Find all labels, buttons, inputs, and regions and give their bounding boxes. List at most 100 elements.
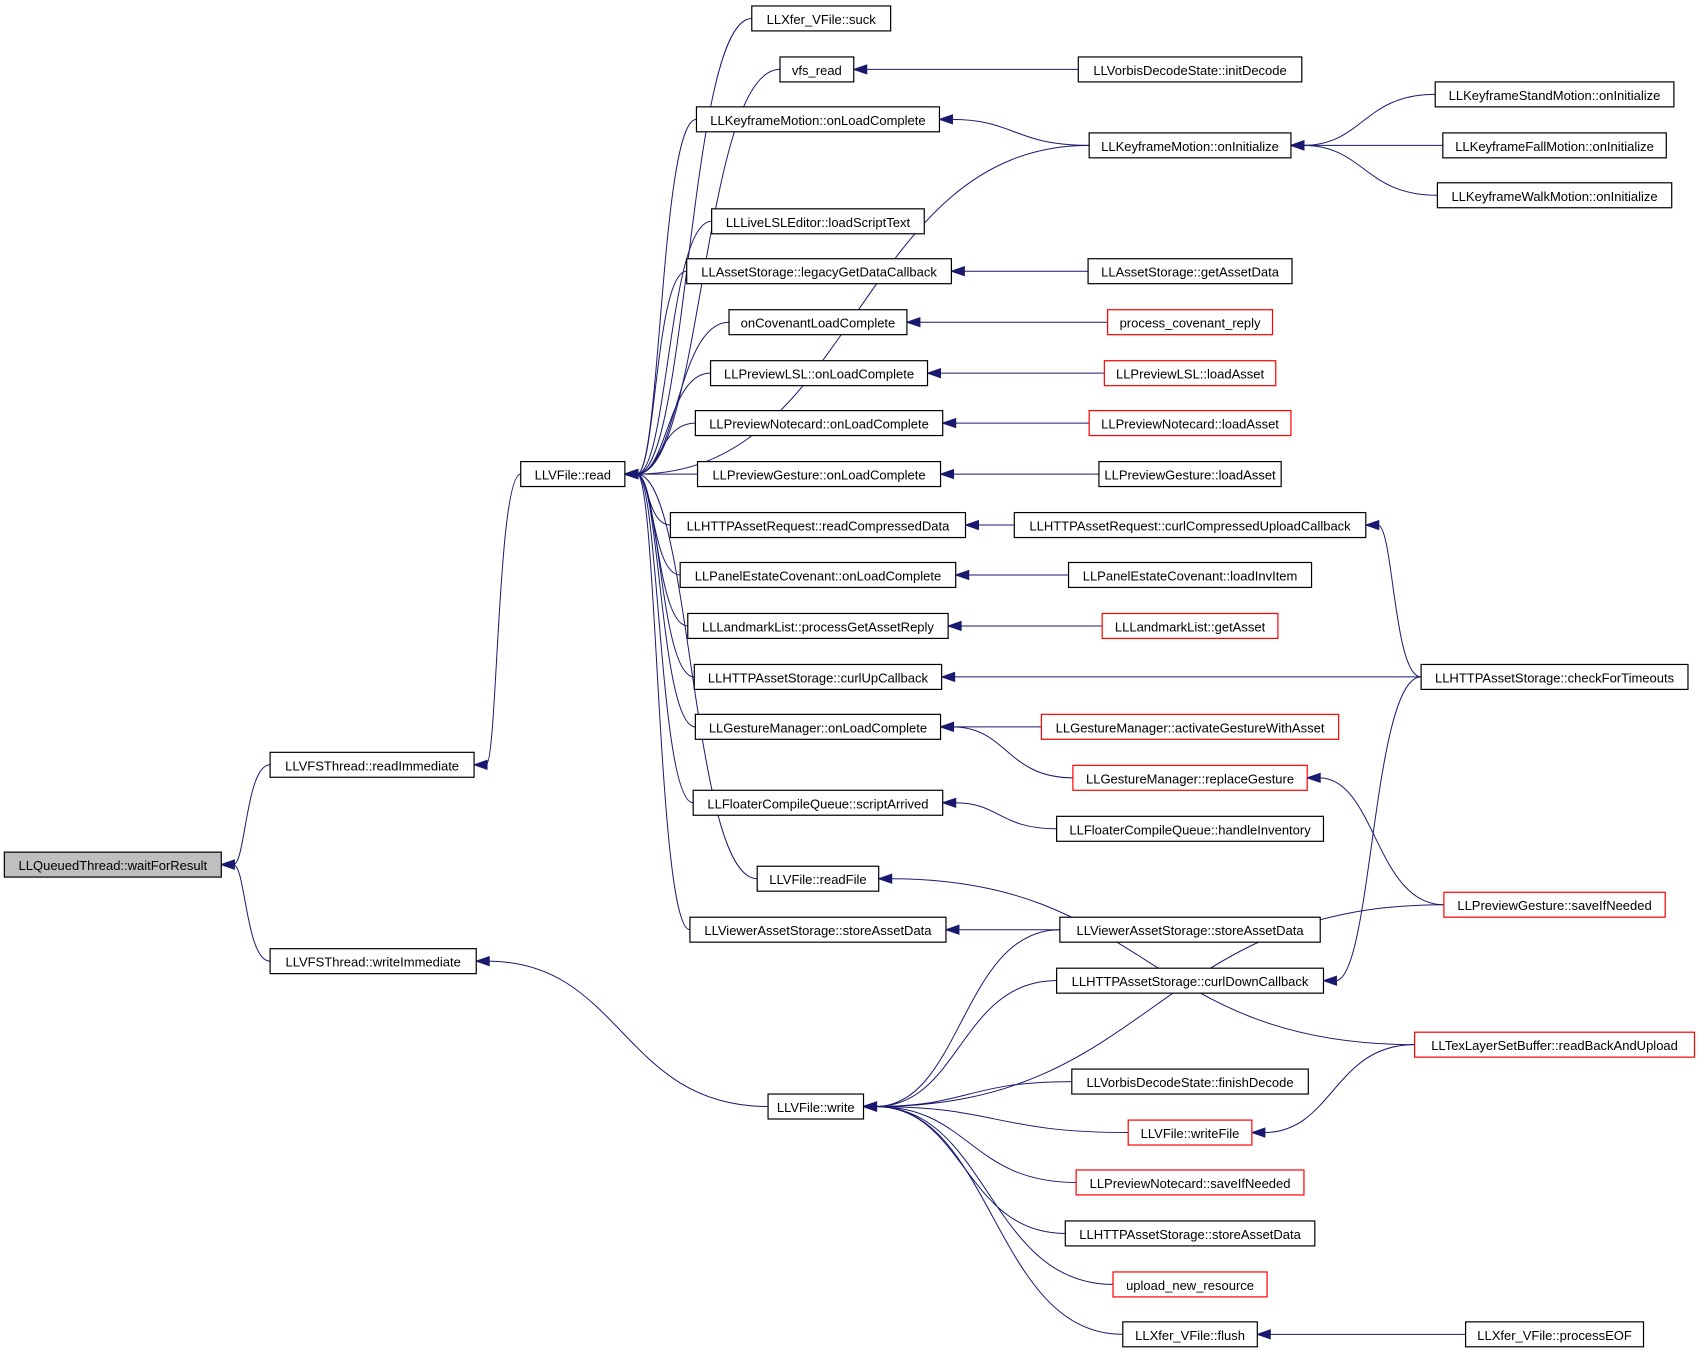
node-box[interactable] (709, 360, 929, 387)
function-node-llassetstorage-legacygetdatacallback[interactable]: LLAssetStorage::legacyGetDataCallback (686, 258, 952, 285)
node-box[interactable] (694, 410, 944, 437)
node-box[interactable] (1056, 815, 1325, 842)
node-box[interactable] (1075, 1169, 1305, 1196)
node-box[interactable] (1127, 1119, 1253, 1146)
function-node-llxfer-vfile-suck[interactable]: LLXfer_VFile::suck (751, 5, 892, 32)
node-box[interactable] (1112, 1271, 1268, 1298)
node-box[interactable] (1088, 132, 1292, 159)
node-box[interactable] (1436, 182, 1673, 209)
function-node-lltexlayersetbuffer-readbackandupload[interactable]: LLTexLayerSetBuffer::readBackAndUpload (1414, 1031, 1696, 1058)
function-node-llpreviewgesture-onloadcomplete[interactable]: LLPreviewGesture::onLoadComplete (696, 460, 942, 488)
function-node-lllivelsleditor-loadscripttext[interactable]: LLLiveLSLEditor::loadScriptText (711, 208, 925, 235)
node-box[interactable] (686, 258, 952, 285)
node-box[interactable] (1122, 1321, 1258, 1348)
node-box[interactable] (694, 713, 942, 740)
function-node-llkeyframestandmotion-oninitialize[interactable]: LLKeyframeStandMotion::onInitialize (1434, 81, 1675, 108)
function-node-llfloatercompilequeue-handleinventory[interactable]: LLFloaterCompileQueue::handleInventory (1056, 815, 1325, 842)
node-box[interactable] (1040, 713, 1340, 740)
function-node-llgesturemanager-replacegesture[interactable]: LLGestureManager::replaceGesture (1072, 764, 1308, 791)
function-node-llhttpassetrequest-readcompresseddata[interactable]: LLHTTPAssetRequest::readCompressedData (669, 511, 967, 539)
function-node-llgesturemanager-onloadcomplete[interactable]: LLGestureManager::onLoadComplete (694, 713, 942, 740)
node-box[interactable] (767, 1093, 865, 1120)
node-box[interactable] (695, 106, 941, 133)
function-node-lllandmarklist-getasset[interactable]: LLLandmarkList::getAsset (1101, 612, 1279, 640)
function-node-llpanelestatecovenant-loadinvitem[interactable]: LLPanelEstateCovenant::loadInvItem (1067, 561, 1313, 589)
node-box[interactable] (1067, 561, 1313, 589)
node-box[interactable] (1420, 663, 1689, 691)
function-node-llpreviewgesture-loadasset[interactable]: LLPreviewGesture::loadAsset (1098, 460, 1282, 488)
node-box[interactable] (779, 56, 855, 83)
node-box[interactable] (692, 789, 944, 816)
function-node-llvfile-read[interactable]: LLVFile::read (520, 460, 626, 488)
function-node-llvfile-writefile[interactable]: LLVFile::writeFile (1127, 1119, 1253, 1146)
node-box[interactable] (1071, 1068, 1309, 1095)
function-node-llxfer-vfile-flush[interactable]: LLXfer_VFile::flush (1122, 1321, 1258, 1348)
function-node-llhttpassetstorage-curldowncallback[interactable]: LLHTTPAssetStorage::curlDownCallback (1056, 967, 1325, 994)
node-box[interactable] (693, 663, 943, 691)
node-box[interactable] (1072, 764, 1308, 791)
node-box[interactable] (1434, 81, 1675, 108)
node-box[interactable] (711, 208, 925, 235)
node-box[interactable] (1077, 56, 1303, 83)
node-box[interactable] (1056, 967, 1325, 994)
node-box[interactable] (520, 460, 626, 488)
node-box[interactable] (269, 751, 475, 778)
function-node-llhttpassetstorage-curlupcallback[interactable]: LLHTTPAssetStorage::curlUpCallback (693, 663, 943, 691)
function-node-llpreviewlsl-onloadcomplete[interactable]: LLPreviewLSL::onLoadComplete (709, 360, 929, 387)
function-node-process-covenant-reply[interactable]: process_covenant_reply (1107, 309, 1274, 336)
function-node-llkeyframefallmotion-oninitialize[interactable]: LLKeyframeFallMotion::onInitialize (1442, 132, 1667, 159)
function-node-llqueuedthread-waitforresult[interactable]: LLQueuedThread::waitForResult (3, 851, 222, 878)
function-node-llhttpassetstorage-checkfortimeouts[interactable]: LLHTTPAssetStorage::checkForTimeouts (1420, 663, 1689, 691)
node-box[interactable] (1059, 916, 1321, 943)
node-box[interactable] (679, 561, 957, 589)
node-box[interactable] (756, 865, 880, 892)
node-box[interactable] (1464, 1321, 1645, 1348)
function-node-llhttpassetstorage-storeassetdata[interactable]: LLHTTPAssetStorage::storeAssetData (1064, 1220, 1316, 1247)
function-node-llpreviewnotecard-saveifneeded[interactable]: LLPreviewNotecard::saveIfNeeded (1075, 1169, 1305, 1196)
function-node-llkeyframewalkmotion-oninitialize[interactable]: LLKeyframeWalkMotion::onInitialize (1436, 182, 1673, 209)
node-box[interactable] (3, 851, 222, 878)
node-box[interactable] (269, 948, 477, 975)
node-box[interactable] (1087, 258, 1293, 285)
function-node-llvfile-readfile[interactable]: LLVFile::readFile (756, 865, 880, 892)
function-node-llkeyframemotion-onloadcomplete[interactable]: LLKeyframeMotion::onLoadComplete (695, 106, 941, 133)
function-node-llvorbisdecodestate-initdecode[interactable]: LLVorbisDecodeState::initDecode (1077, 56, 1303, 83)
function-node-llpreviewnotecard-loadasset[interactable]: LLPreviewNotecard::loadAsset (1088, 410, 1292, 437)
function-node-lllandmarklist-processgetassetreply[interactable]: LLLandmarkList::processGetAssetReply (687, 612, 949, 640)
function-node-llpanelestatecovenant-onloadcomplete[interactable]: LLPanelEstateCovenant::onLoadComplete (679, 561, 957, 589)
function-node-llpreviewlsl-loadasset[interactable]: LLPreviewLSL::loadAsset (1103, 360, 1277, 387)
function-node-llkeyframemotion-oninitialize[interactable]: LLKeyframeMotion::onInitialize (1088, 132, 1292, 159)
node-box[interactable] (1103, 360, 1277, 387)
function-node-llgesturemanager-activategesturewithasset[interactable]: LLGestureManager::activateGestureWithAss… (1040, 713, 1340, 740)
function-node-llviewerassetstorage-storeassetdata[interactable]: LLViewerAssetStorage::storeAssetData (689, 916, 947, 943)
node-box[interactable] (1442, 132, 1667, 159)
node-box[interactable] (1414, 1031, 1696, 1058)
function-node-llassetstorage-getassetdata[interactable]: LLAssetStorage::getAssetData (1087, 258, 1293, 285)
function-node-llfloatercompilequeue-scriptarrived[interactable]: LLFloaterCompileQueue::scriptArrived (692, 789, 944, 816)
function-node-llvorbisdecodestate-finishdecode[interactable]: LLVorbisDecodeState::finishDecode (1071, 1068, 1309, 1095)
node-box[interactable] (751, 5, 892, 32)
function-node-llpreviewgesture-saveifneeded[interactable]: LLPreviewGesture::saveIfNeeded (1443, 891, 1666, 918)
node-box[interactable] (1101, 612, 1279, 640)
function-node-vfs-read[interactable]: vfs_read (779, 56, 855, 83)
function-node-upload-new-resource[interactable]: upload_new_resource (1112, 1271, 1268, 1298)
node-box[interactable] (1013, 511, 1367, 539)
node-box[interactable] (687, 612, 949, 640)
node-box[interactable] (1107, 309, 1274, 336)
function-node-llpreviewnotecard-onloadcomplete[interactable]: LLPreviewNotecard::onLoadComplete (694, 410, 944, 437)
node-box[interactable] (1098, 460, 1282, 488)
node-box[interactable] (1064, 1220, 1316, 1247)
function-node-oncovenantloadcomplete[interactable]: onCovenantLoadComplete (728, 309, 908, 336)
node-box[interactable] (1088, 410, 1292, 437)
function-node-llvfsthread-readimmediate[interactable]: LLVFSThread::readImmediate (269, 751, 475, 778)
function-node-llvfile-write[interactable]: LLVFile::write (767, 1093, 865, 1120)
node-box[interactable] (728, 309, 908, 336)
node-box[interactable] (696, 460, 942, 488)
function-node-llhttpassetrequest-curlcompresseduploadcallback[interactable]: LLHTTPAssetRequest::curlCompressedUpload… (1013, 511, 1367, 539)
node-box[interactable] (689, 916, 947, 943)
function-node-llvfsthread-writeimmediate[interactable]: LLVFSThread::writeImmediate (269, 948, 477, 975)
function-node-llxfer-vfile-processeof[interactable]: LLXfer_VFile::processEOF (1464, 1321, 1645, 1348)
function-node-llviewerassetstorage-storeassetdata[interactable]: LLViewerAssetStorage::storeAssetData (1059, 916, 1321, 943)
node-box[interactable] (669, 511, 967, 539)
node-box[interactable] (1443, 891, 1666, 918)
